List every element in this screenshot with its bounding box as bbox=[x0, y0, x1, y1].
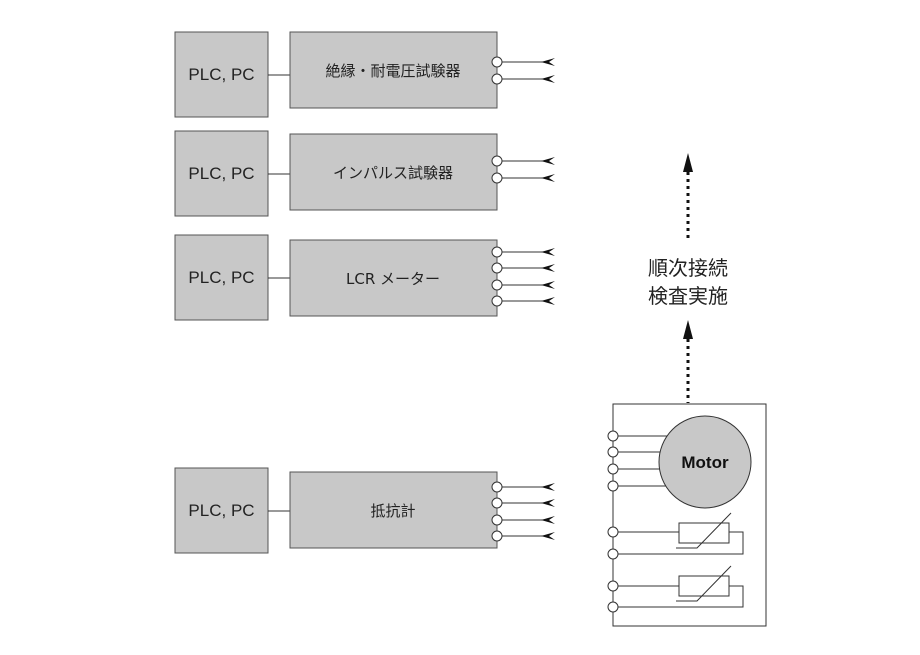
thermistor-icon bbox=[678, 522, 730, 544]
terminal bbox=[491, 497, 503, 509]
lcr-meter-box bbox=[289, 239, 498, 317]
terminal bbox=[607, 430, 619, 442]
test-probe bbox=[491, 56, 555, 68]
probe-tip-icon bbox=[541, 483, 555, 491]
terminal bbox=[607, 446, 619, 458]
terminal bbox=[491, 262, 503, 274]
plc-pc-box bbox=[174, 130, 269, 217]
inspection-label: 検査実施 bbox=[648, 284, 728, 308]
plc-pc-box bbox=[174, 31, 269, 118]
arrowhead-icon bbox=[683, 320, 693, 339]
probe-tip-icon bbox=[541, 157, 555, 165]
plc-pc-label: PLC, PC bbox=[188, 65, 254, 84]
plc-pc-box bbox=[174, 234, 269, 321]
plc-pc-label: PLC, PC bbox=[188, 164, 254, 183]
instrument-row-resistance: PLC, PC 抵抗計 bbox=[174, 467, 555, 554]
terminal bbox=[607, 601, 619, 613]
terminal bbox=[491, 246, 503, 258]
thermistor-2 bbox=[607, 565, 744, 613]
thermistor-1 bbox=[607, 512, 744, 560]
probe-tip-icon bbox=[541, 499, 555, 507]
probe-tip-icon bbox=[541, 58, 555, 66]
test-probe bbox=[491, 172, 555, 184]
insulation-tester-box bbox=[289, 31, 498, 109]
terminal bbox=[491, 514, 503, 526]
probe-tip-icon bbox=[541, 264, 555, 272]
test-probe bbox=[491, 246, 555, 258]
motor-circle bbox=[658, 415, 752, 509]
probe-tip-icon bbox=[541, 174, 555, 182]
terminal bbox=[607, 580, 619, 592]
resistance-meter-label: 抵抗計 bbox=[370, 502, 415, 520]
terminal bbox=[491, 56, 503, 68]
terminal bbox=[491, 295, 503, 307]
lcr-meter-label: LCR メーター bbox=[346, 270, 440, 288]
terminal bbox=[491, 530, 503, 542]
thermistor-icon bbox=[678, 575, 730, 597]
probe-tip-icon bbox=[541, 297, 555, 305]
sequential-connection-label: 順次接続 bbox=[648, 256, 728, 280]
arrowhead-icon bbox=[683, 153, 693, 172]
probe-tip-icon bbox=[541, 532, 555, 540]
plc-pc-label: PLC, PC bbox=[188, 501, 254, 520]
test-probe bbox=[491, 73, 555, 85]
instrument-row-lcr: PLC, PC LCR メーター bbox=[174, 234, 555, 321]
motor-label: Motor bbox=[681, 453, 729, 472]
terminal bbox=[607, 526, 619, 538]
test-probe bbox=[491, 530, 555, 542]
plc-pc-box bbox=[174, 467, 269, 554]
resistance-meter-box bbox=[289, 471, 498, 549]
instrument-row-impulse: PLC, PC インパルス試験器 bbox=[174, 130, 555, 217]
terminal bbox=[491, 279, 503, 291]
test-probe bbox=[491, 262, 555, 274]
motor-unit: Motor bbox=[607, 403, 767, 627]
upward-arrow-upper bbox=[683, 153, 693, 240]
terminal bbox=[607, 463, 619, 475]
upward-arrow-lower bbox=[683, 320, 693, 403]
terminal bbox=[491, 73, 503, 85]
terminal bbox=[607, 548, 619, 560]
test-probe bbox=[491, 481, 555, 493]
probe-tip-icon bbox=[541, 248, 555, 256]
plc-pc-label: PLC, PC bbox=[188, 268, 254, 287]
terminal bbox=[491, 481, 503, 493]
test-probe bbox=[491, 279, 555, 291]
probe-tip-icon bbox=[541, 516, 555, 524]
test-probe bbox=[491, 295, 555, 307]
impulse-tester-box bbox=[289, 133, 498, 211]
terminal bbox=[491, 155, 503, 167]
terminal bbox=[491, 172, 503, 184]
probe-tip-icon bbox=[541, 75, 555, 83]
insulation-tester-label: 絶縁・耐電圧試験器 bbox=[325, 62, 460, 80]
impulse-tester-label: インパルス試験器 bbox=[333, 164, 453, 182]
test-probe bbox=[491, 497, 555, 509]
test-probe bbox=[491, 514, 555, 526]
terminal bbox=[607, 480, 619, 492]
instrument-row-insulation: PLC, PC 絶縁・耐電圧試験器 bbox=[174, 31, 555, 118]
probe-tip-icon bbox=[541, 281, 555, 289]
test-probe bbox=[491, 155, 555, 167]
